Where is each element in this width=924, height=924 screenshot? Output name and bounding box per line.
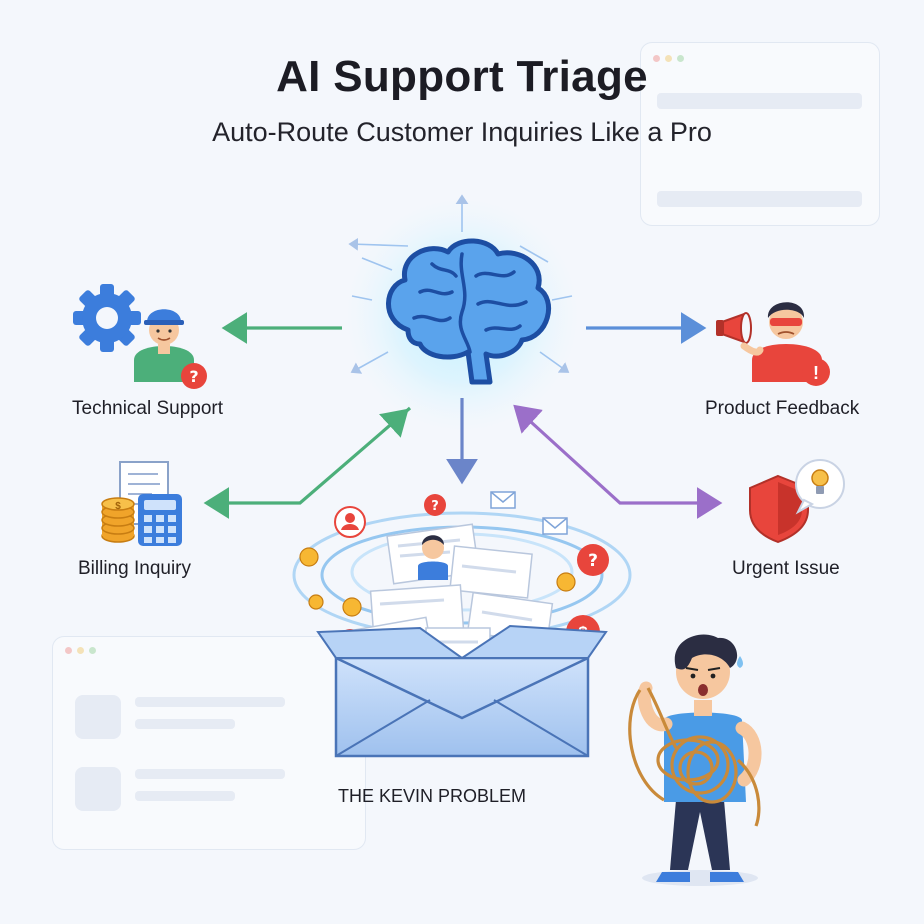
- category-label-technical-support: Technical Support: [72, 398, 224, 419]
- problem-label: THE KEVIN PROBLEM: [338, 786, 527, 806]
- tangled-rope-person-icon: [628, 634, 762, 886]
- overflowing-inbox-icon: ? ? $ !: [292, 491, 632, 758]
- gear-agent-icon: ?: [73, 284, 207, 389]
- category-label-urgent-issue: Urgent Issue: [732, 558, 840, 579]
- bg-window-bottom-left: [52, 636, 366, 850]
- page-subtitle: Auto-Route Customer Inquiries Like a Pro: [212, 117, 712, 147]
- svg-text:?: ?: [189, 367, 198, 386]
- arrow-to-billing-inquiry: [203, 406, 412, 519]
- category-label-product-feedback: Product Feedback: [705, 398, 860, 419]
- svg-text:!: !: [813, 363, 819, 383]
- coins-calculator-icon: $: [101, 461, 182, 546]
- svg-text:?: ?: [431, 499, 439, 514]
- megaphone-person-icon: !: [716, 302, 830, 386]
- arrow-to-urgent-issue: [518, 410, 723, 519]
- brain-icon: [344, 194, 580, 433]
- svg-text:?: ?: [588, 551, 598, 571]
- svg-text:$: $: [115, 501, 121, 512]
- page-title: AI Support Triage: [276, 52, 648, 101]
- shield-alert-icon: [749, 459, 845, 544]
- category-label-billing-inquiry: Billing Inquiry: [78, 558, 191, 579]
- bg-window-top-right: [640, 42, 880, 226]
